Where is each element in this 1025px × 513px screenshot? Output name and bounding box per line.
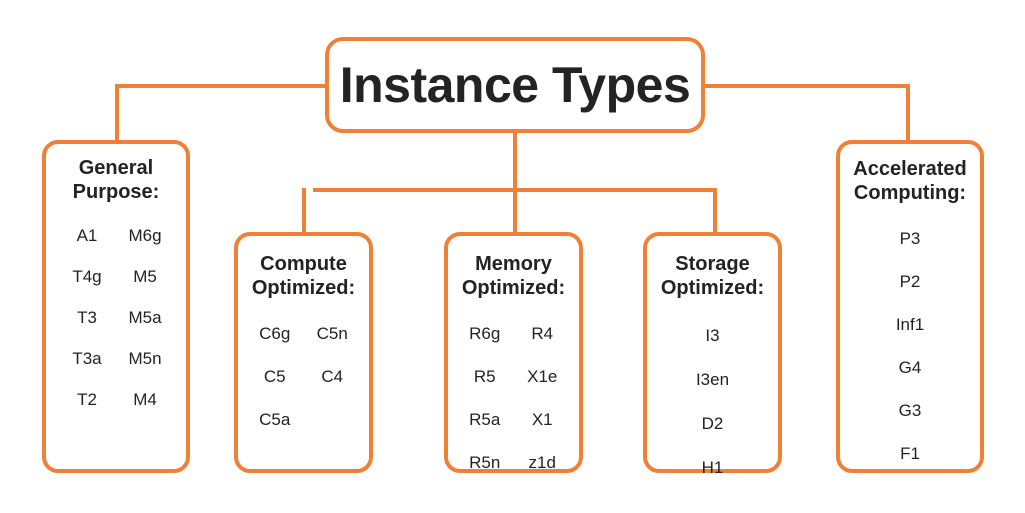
category-node-memory-optimized[interactable]: Memory Optimized: R6g R4 R5 X1e R5a X1 R… bbox=[444, 232, 583, 473]
root-node-title: Instance Types bbox=[339, 57, 691, 113]
connector-bus-to-storage bbox=[713, 188, 717, 234]
instance-item: R4 bbox=[531, 323, 554, 343]
instance-item: G3 bbox=[898, 400, 922, 420]
instance-list-compute-optimized: C6g C5n C5 C4 C5a bbox=[238, 325, 369, 428]
connector-root-to-general-vertical bbox=[115, 84, 119, 142]
instance-item: C5a bbox=[259, 409, 291, 429]
instance-list-general-purpose: A1 M6g T4g M5 T3 M5a T3a M5n T2 M4 bbox=[46, 227, 186, 408]
instance-item: C6g bbox=[259, 323, 291, 343]
instance-item: X1 bbox=[531, 409, 553, 429]
connector-root-to-general-horizontal bbox=[117, 84, 327, 88]
instance-item: H1 bbox=[701, 457, 724, 477]
category-title-compute-optimized: Compute Optimized: bbox=[251, 253, 356, 300]
instance-item: R5n bbox=[469, 452, 501, 472]
instance-item: z1d bbox=[528, 452, 556, 472]
instance-item: M5a bbox=[128, 307, 162, 327]
instance-list-storage-optimized: I3 I3en D2 H1 bbox=[647, 327, 778, 476]
connector-root-to-accelerated-vertical bbox=[906, 84, 910, 142]
instance-item: T2 bbox=[77, 389, 97, 409]
instance-item: T3a bbox=[72, 348, 102, 368]
instance-item: M6g bbox=[128, 225, 162, 245]
instance-item: I3en bbox=[695, 369, 730, 389]
instance-item: F1 bbox=[900, 443, 920, 463]
connector-bus-to-compute bbox=[302, 188, 306, 234]
instance-item: G4 bbox=[898, 357, 922, 377]
category-node-storage-optimized[interactable]: Storage Optimized: I3 I3en D2 H1 bbox=[643, 232, 782, 476]
instance-item: C5n bbox=[316, 323, 348, 343]
instance-item: D2 bbox=[701, 413, 724, 433]
category-node-compute-optimized[interactable]: Compute Optimized: C6g C5n C5 C4 C5a bbox=[234, 232, 373, 473]
instance-item: R6g bbox=[469, 323, 501, 343]
instance-item: P2 bbox=[899, 271, 921, 291]
connector-root-to-accelerated-horizontal bbox=[703, 84, 910, 88]
instance-item: T3 bbox=[77, 307, 97, 327]
category-node-general-purpose[interactable]: General Purpose: A1 M6g T4g M5 T3 M5a T3… bbox=[42, 140, 190, 473]
category-title-memory-optimized: Memory Optimized: bbox=[461, 253, 566, 300]
connector-bus-to-memory bbox=[513, 188, 517, 234]
instance-item: R5a bbox=[469, 409, 501, 429]
instance-item: M4 bbox=[133, 389, 157, 409]
instance-item: Inf1 bbox=[895, 314, 925, 334]
instance-item: C5 bbox=[263, 366, 286, 386]
instance-item: C4 bbox=[321, 366, 344, 386]
connector-root-center-drop bbox=[513, 131, 517, 192]
instance-list-memory-optimized: R6g R4 R5 X1e R5a X1 R5n z1d bbox=[448, 325, 579, 471]
category-title-accelerated-computing: Accelerated Computing: bbox=[853, 158, 967, 205]
category-node-accelerated-computing[interactable]: Accelerated Computing: P3 P2 Inf1 G4 G3 … bbox=[836, 140, 984, 473]
instance-item: A1 bbox=[76, 225, 98, 245]
instance-item: P3 bbox=[899, 228, 921, 248]
instance-item: I3 bbox=[705, 325, 720, 345]
category-title-general-purpose: General Purpose: bbox=[72, 157, 160, 204]
instance-item: X1e bbox=[527, 366, 558, 386]
instance-item: T4g bbox=[72, 266, 102, 286]
instance-item: R5 bbox=[473, 366, 496, 386]
instance-item: M5n bbox=[128, 348, 162, 368]
category-title-storage-optimized: Storage Optimized: bbox=[660, 253, 765, 300]
instance-item: M5 bbox=[133, 266, 157, 286]
root-node-instance-types[interactable]: Instance Types bbox=[325, 37, 705, 133]
instance-list-accelerated-computing: P3 P2 Inf1 G4 G3 F1 bbox=[840, 230, 980, 462]
